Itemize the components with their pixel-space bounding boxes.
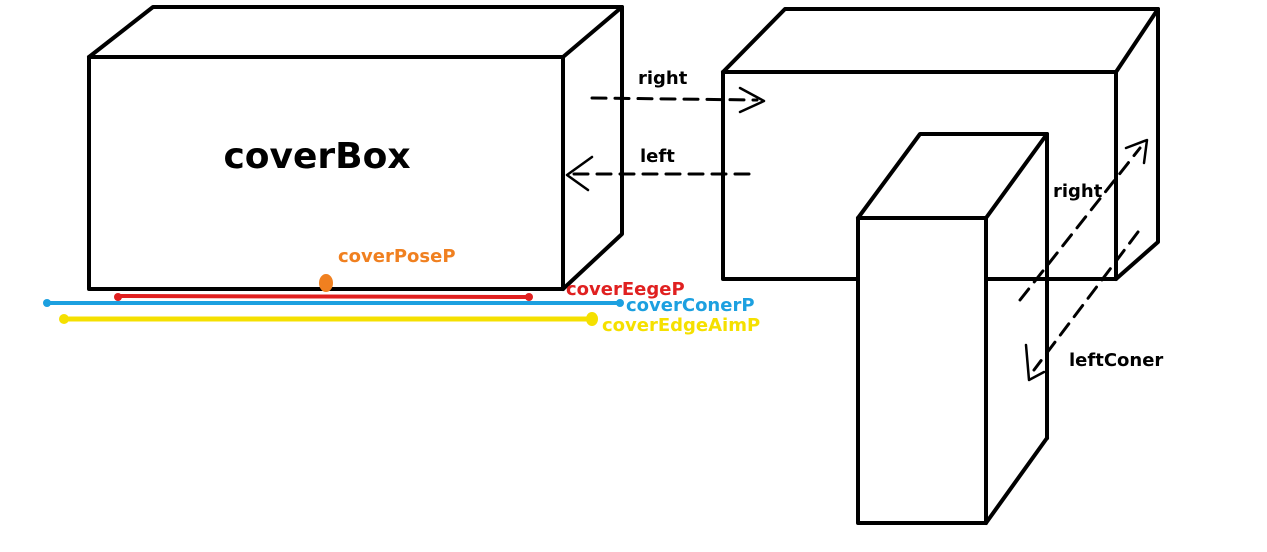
cover-edge-aim-label: coverEdgeAimP <box>602 315 760 336</box>
arrow-left-label: left <box>640 146 675 167</box>
arrow-left-coner-label: leftConer <box>1069 350 1163 371</box>
cover-edge-line <box>115 294 532 299</box>
cover-edge-label: coverEegeP <box>566 279 685 300</box>
arrow-right-top <box>590 86 766 114</box>
cover-edge-start-dot <box>114 293 122 301</box>
cover-edge-aim-start-dot <box>59 314 69 324</box>
cover-edge-end-dot <box>525 293 533 301</box>
cover-coner-end-dot <box>616 299 624 307</box>
cover-edge-aim-end-dot <box>586 312 598 326</box>
arrow-left-coner <box>1024 230 1140 382</box>
tall-box <box>856 132 1049 525</box>
arrow-left <box>565 155 757 192</box>
cover-coner-start-dot <box>43 299 51 307</box>
arrow-right-top-label: right <box>638 68 688 89</box>
arrow-right-diag <box>1018 138 1149 302</box>
cover-box-title: coverBox <box>223 136 410 177</box>
arrow-right-diag-label: right <box>1053 181 1103 202</box>
cover-coner-label: coverConerP <box>626 295 755 316</box>
cover-pose-label: coverPoseP <box>338 246 456 267</box>
cover-pose-point <box>319 274 333 292</box>
